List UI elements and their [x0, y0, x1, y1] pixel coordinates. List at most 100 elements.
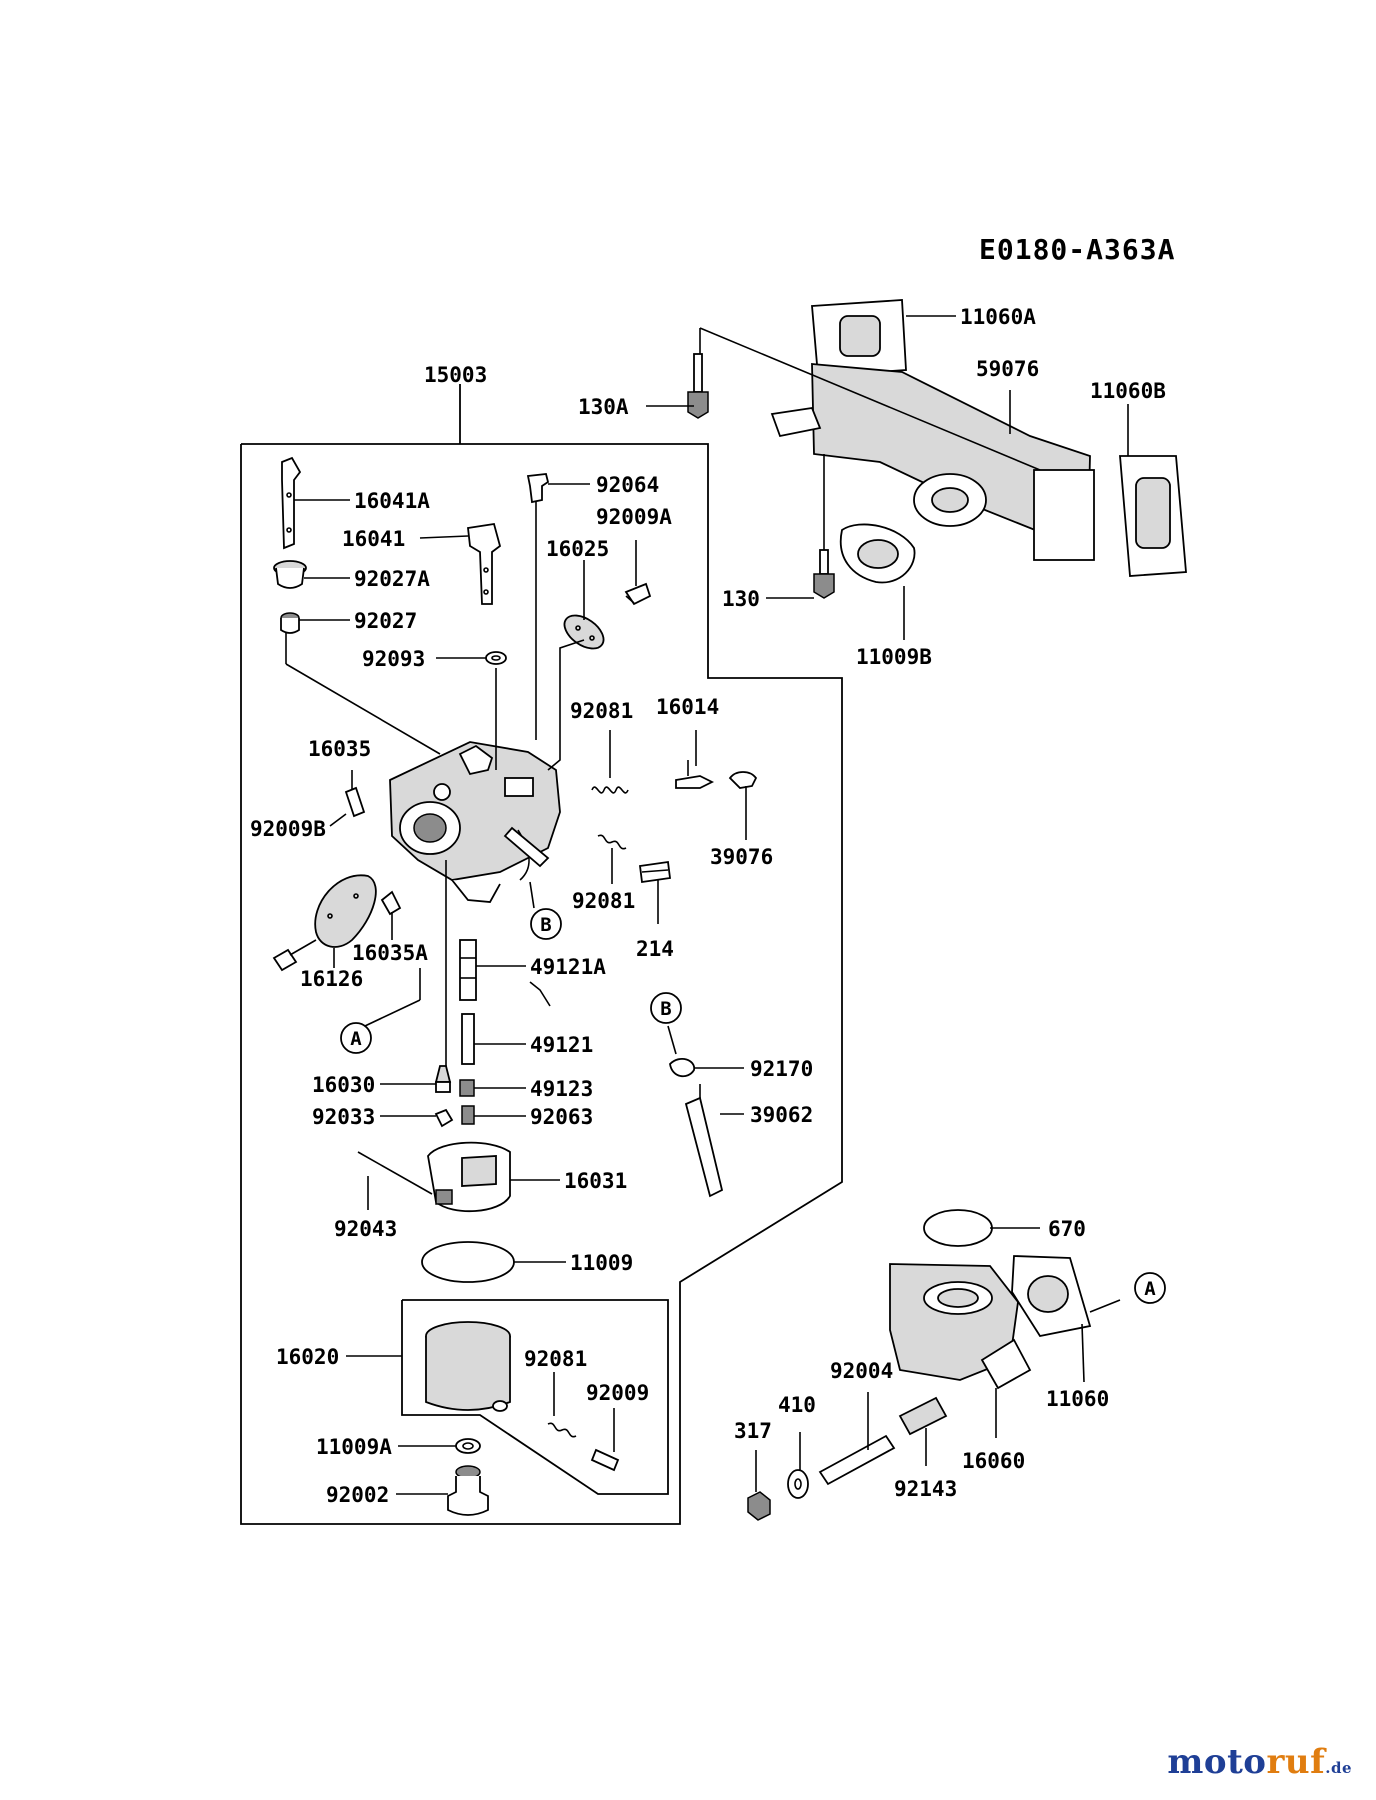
- choke-lever-16041A: [281, 456, 302, 550]
- gasket-11060B: [1119, 455, 1187, 577]
- bolt-130A: [687, 353, 709, 419]
- part-label-92002: 92002: [326, 1483, 389, 1507]
- part-label-92081-idle: 92081: [572, 889, 635, 913]
- callout-label: A: [1144, 1278, 1156, 1300]
- part-label-92027: 92027: [354, 609, 417, 633]
- carburetor-body: [389, 741, 561, 903]
- part-label-317: 317: [734, 1419, 772, 1443]
- callout-a-right: A: [1134, 1272, 1166, 1304]
- callout-label: B: [540, 914, 551, 936]
- motoruf-watermark: motoruf.de: [1167, 1742, 1352, 1782]
- float-16031: [427, 1141, 511, 1213]
- part-label-92009A: 92009A: [596, 505, 672, 529]
- part-label-11009: 11009: [570, 1251, 633, 1275]
- screw-92064: [526, 473, 550, 504]
- watermark-brand-accent: ruf: [1266, 1742, 1326, 1782]
- part-label-39076: 39076: [710, 845, 773, 869]
- clamp-92170: [669, 1057, 695, 1078]
- spring-92081-idle: [597, 834, 627, 850]
- nozzle-49121: [461, 1013, 475, 1065]
- part-label-16060: 16060: [962, 1449, 1025, 1473]
- part-label-92143: 92143: [894, 1477, 957, 1501]
- part-label-11060: 11060: [1046, 1387, 1109, 1411]
- plug-92027A: [273, 560, 307, 589]
- spring-92081-pilot: [591, 786, 629, 794]
- insulator-16060: [889, 1263, 1032, 1390]
- callout-a-left: A: [340, 1022, 372, 1054]
- part-label-92027A: 92027A: [354, 567, 430, 591]
- washer-410: [787, 1469, 809, 1499]
- gasket-11009: [421, 1241, 515, 1283]
- gasket-11009B: [839, 523, 916, 584]
- part-label-16035A: 16035A: [352, 941, 428, 965]
- part-label-39062: 39062: [750, 1103, 813, 1127]
- clip-92033: [434, 1108, 454, 1128]
- part-label-16041: 16041: [342, 527, 405, 551]
- part-label-92043: 92043: [334, 1217, 397, 1241]
- jet-49123: [459, 1079, 475, 1097]
- float-bowl-subframe: [401, 1299, 669, 1495]
- collar-92143: [898, 1396, 948, 1436]
- part-label-214: 214: [636, 937, 674, 961]
- gasket-11060: [1011, 1255, 1092, 1338]
- part-label-16041A: 16041A: [354, 489, 430, 513]
- part-label-92009B: 92009B: [250, 817, 326, 841]
- part-label-16126: 16126: [300, 967, 363, 991]
- part-label-11060B: 11060B: [1090, 379, 1166, 403]
- intake-manifold-59076: [770, 363, 1095, 561]
- part-label-11009A: 11009A: [316, 1435, 392, 1459]
- pilot-screw-16014: [675, 760, 715, 789]
- watermark-brand-main: moto: [1167, 1742, 1267, 1782]
- part-label-16025: 16025: [546, 537, 609, 561]
- part-label-92081-bowl: 92081: [524, 1347, 587, 1371]
- washer-92093: [485, 651, 507, 665]
- washer-11009A: [455, 1438, 481, 1454]
- screw-214: [638, 860, 672, 884]
- jet-16035: [344, 786, 366, 818]
- gasket-11060A: [811, 299, 907, 377]
- diagram-code: E0180-A363A: [979, 233, 1175, 266]
- callout-b-body: B: [530, 908, 562, 940]
- part-label-16030: 16030: [312, 1073, 375, 1097]
- part-label-92063: 92063: [530, 1105, 593, 1129]
- part-label-410: 410: [778, 1393, 816, 1417]
- o-ring-670: [923, 1209, 993, 1247]
- drain-screw-92002: [447, 1465, 489, 1516]
- cap-39076: [728, 771, 758, 789]
- part-label-11009B: 11009B: [856, 645, 932, 669]
- pin-92043: [357, 1151, 433, 1195]
- watermark-brand-tld: .de: [1325, 1759, 1352, 1777]
- part-label-670: 670: [1048, 1217, 1086, 1241]
- callout-label: A: [350, 1028, 362, 1050]
- part-label-92093: 92093: [362, 647, 425, 671]
- part-label-11060A: 11060A: [960, 305, 1036, 329]
- part-label-59076: 59076: [976, 357, 1039, 381]
- stud-92004: [818, 1434, 896, 1486]
- part-label-49121: 49121: [530, 1033, 593, 1057]
- jet-16035A: [380, 890, 402, 916]
- screw-92063: [461, 1105, 475, 1125]
- callout-b-right: B: [650, 992, 682, 1024]
- part-label-92064: 92064: [596, 473, 659, 497]
- part-label-92081-pilot: 92081: [570, 699, 633, 723]
- part-label-92170: 92170: [750, 1057, 813, 1081]
- part-label-130: 130: [722, 587, 760, 611]
- screw-92009A: [624, 582, 652, 606]
- needle-16030: [434, 1065, 452, 1093]
- part-label-16031: 16031: [564, 1169, 627, 1193]
- screw-92009: [590, 1448, 620, 1472]
- part-label-16014: 16014: [656, 695, 719, 719]
- part-label-92009: 92009: [586, 1381, 649, 1405]
- throttle-shaft-16041: [467, 522, 502, 605]
- callout-label: B: [660, 998, 671, 1020]
- leader-lines: [285, 315, 1129, 1495]
- hose-39062: [684, 1096, 724, 1198]
- plate-16126: [314, 874, 377, 948]
- part-label-49123: 49123: [530, 1077, 593, 1101]
- spring-92081-bowl: [547, 1422, 577, 1438]
- nut-317: [747, 1491, 771, 1521]
- bolt-130: [813, 549, 835, 599]
- part-label-16035: 16035: [308, 737, 371, 761]
- part-label-92004: 92004: [830, 1359, 893, 1383]
